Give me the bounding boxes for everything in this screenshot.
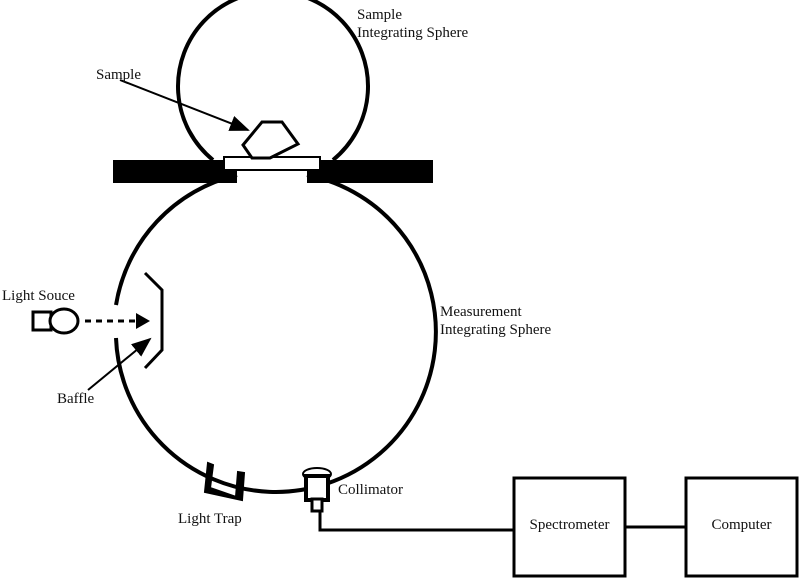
light-source-label: Light Souce: [2, 288, 75, 304]
mount-plate-right: [307, 160, 433, 183]
sample-sphere-label: Sample Integrating Sphere: [357, 6, 468, 42]
label-line: Sample: [357, 7, 402, 23]
sample-label: Sample: [96, 67, 141, 83]
measurement-sphere-label: Measurement Integrating Sphere: [440, 303, 551, 339]
collimator-label: Collimator: [338, 482, 403, 498]
light-trap: [203, 461, 246, 502]
measurement-integrating-sphere: [114, 173, 238, 306]
computer-box: [684, 476, 799, 578]
light-trap-label: Light Trap: [178, 511, 242, 527]
baffle: [143, 271, 164, 370]
light-source-bulb: [48, 307, 80, 335]
sample-shape: [241, 120, 301, 160]
sample-pointer-arrow: [119, 79, 250, 131]
sample-holder: [223, 156, 321, 171]
measurement-integrating-sphere-lower: [114, 173, 438, 494]
spectrometer-box: [512, 476, 627, 578]
light-source-base: [31, 310, 53, 332]
computer-label: Computer: [711, 517, 772, 533]
mount-plate-left: [113, 160, 237, 183]
label-line: Integrating Sphere: [357, 25, 469, 41]
sample-integrating-sphere: [176, 0, 370, 162]
fiber-cable: [318, 511, 513, 532]
baffle-label: Baffle: [57, 391, 95, 407]
baffle-pointer-arrow: [87, 337, 152, 391]
collimator-connector: [310, 497, 324, 513]
spectrometer-label: Spectrometer: [529, 517, 610, 533]
label-line: Integrating Sphere: [440, 322, 552, 338]
label-line: Measurement: [440, 304, 522, 320]
collimator: [304, 474, 330, 502]
light-beam-arrowhead: [136, 313, 150, 329]
